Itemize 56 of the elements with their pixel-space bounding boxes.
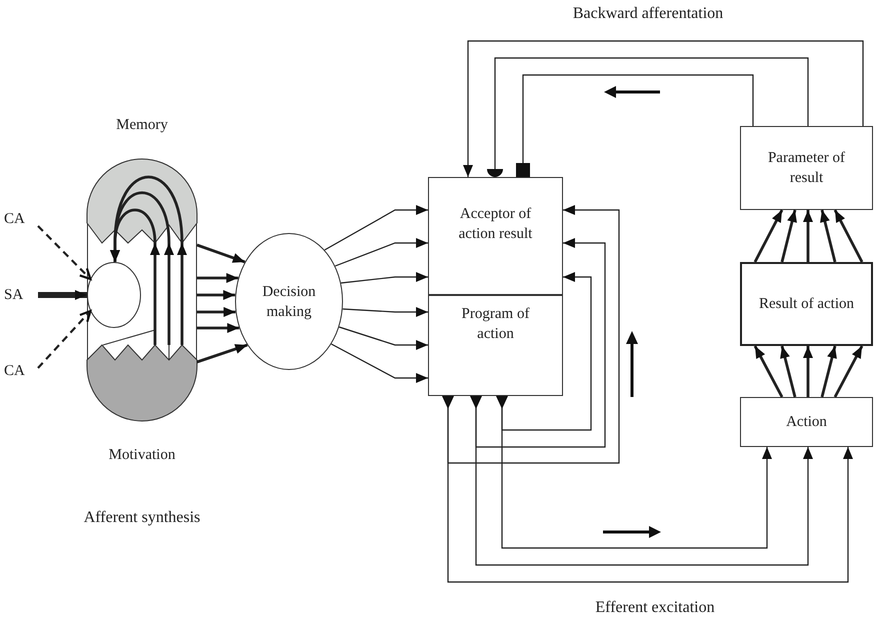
arrow [820, 210, 836, 262]
node-label: Program of action [460, 305, 530, 344]
arrow [197, 290, 236, 300]
arrow [447, 205, 620, 464]
node-label: Acceptor of action result [458, 205, 534, 244]
process-box [740, 126, 873, 210]
node-label: CA [4, 210, 25, 229]
node-label: Result of action [759, 295, 854, 314]
arrow [338, 326, 428, 350]
arrow [177, 243, 187, 345]
arrow [754, 345, 784, 398]
arrow [820, 346, 837, 398]
section-label: Backward afferentation [572, 4, 724, 24]
node-label: Decision making [261, 282, 317, 322]
node-label: Action [786, 413, 827, 432]
arrow [196, 244, 246, 264]
section-label: Efferent excitation [594, 598, 716, 618]
arrow [340, 272, 428, 284]
thick-arrow [38, 290, 87, 300]
arrow [342, 307, 428, 317]
arrow [834, 209, 864, 263]
process-box [740, 397, 873, 447]
arrow [475, 238, 606, 448]
arrow [834, 345, 864, 398]
arrow [324, 205, 428, 251]
dashed-arrow [37, 310, 92, 369]
arrow [334, 238, 428, 267]
arrow [331, 343, 428, 383]
arrow [150, 243, 160, 345]
section-label: Afferent synthesis [82, 508, 202, 528]
arrow [803, 210, 813, 262]
dashed-arrow [37, 225, 92, 280]
arrow [463, 40, 864, 177]
node-label: CA [4, 362, 25, 381]
arrow [197, 307, 236, 317]
region-label: Motivation [108, 446, 176, 465]
arrow [196, 344, 248, 364]
process-box [740, 262, 873, 346]
arrow [442, 396, 853, 583]
arrow [496, 396, 772, 549]
node-label: SA [4, 286, 24, 305]
arrow [197, 323, 240, 333]
arrow [780, 210, 797, 262]
arrow [501, 272, 592, 431]
arrow [803, 346, 813, 397]
node-label: Parameter of result [766, 149, 846, 188]
arrow [470, 396, 813, 566]
process-box [428, 295, 563, 396]
arrow [164, 243, 174, 345]
arrow [197, 273, 238, 283]
region-label: Memory [115, 116, 169, 135]
arrow [754, 209, 784, 263]
decision-ellipse [235, 233, 343, 370]
arrow [780, 346, 796, 398]
process-box [428, 177, 563, 295]
arrow [110, 176, 184, 262]
